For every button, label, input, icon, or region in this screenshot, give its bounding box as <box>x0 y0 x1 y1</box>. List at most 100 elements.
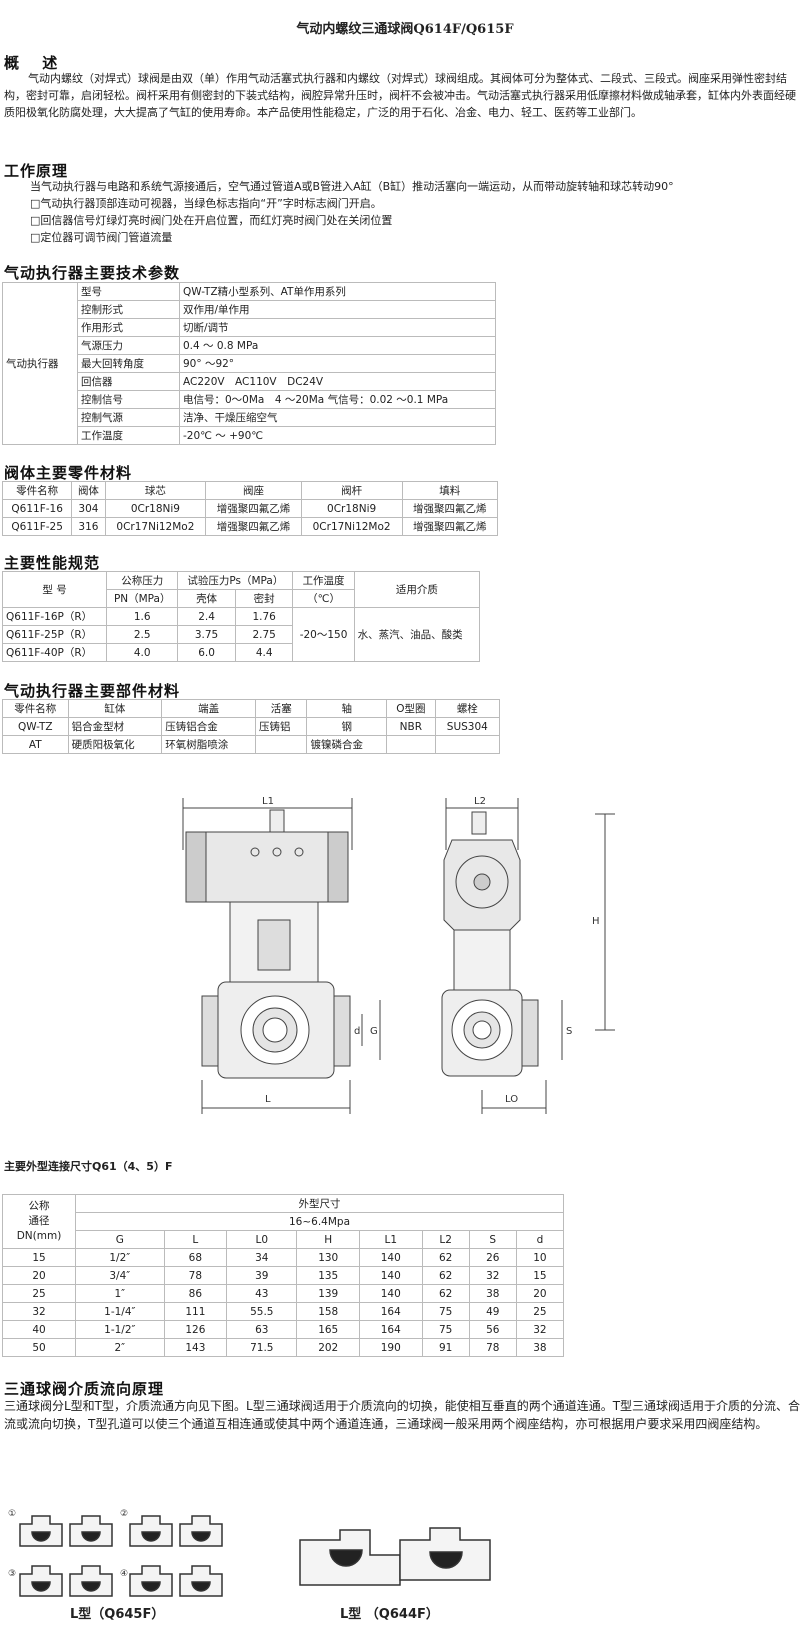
table-cell: L1 <box>359 1230 423 1249</box>
table-cell: 78 <box>163 1266 228 1285</box>
table-cell: 0Cr17Ni12Mo2 <box>104 517 207 536</box>
table-cell: 10 <box>515 1248 565 1267</box>
table-cell: 43 <box>226 1284 298 1303</box>
table-cell: 环氧树脂喷涂 <box>161 735 256 754</box>
table-cell: -20℃ ～ +90℃ <box>179 426 496 445</box>
table-cell: 1-1/4″ <box>75 1302 165 1321</box>
table-cell: 试验压力Ps（MPa） <box>177 571 294 590</box>
table-cell: -20～150 <box>292 607 355 662</box>
table-cell: （℃） <box>292 589 355 608</box>
flow-text: 三通球阀分L型和T型，介质流通方向见下图。L型三通球阀适用于介质流向的切换，能使… <box>4 1399 801 1431</box>
principle-line: □回信器信号灯绿灯亮时阀门处在开启位置，而红灯亮时阀门处在关闭位置 <box>30 214 393 227</box>
table-cell: 25 <box>515 1302 565 1321</box>
table-cell: 55.5 <box>226 1302 298 1321</box>
table-cell: 气动执行器 <box>2 282 78 445</box>
table-cell: 0Cr17Ni12Mo2 <box>300 517 403 536</box>
table-cell: 密封 <box>234 589 294 608</box>
l-valve-ball-icon <box>191 1581 211 1592</box>
l-valve-icon <box>19 1515 63 1547</box>
dim-label-h: H <box>592 916 600 927</box>
table-cell: 4.4 <box>234 643 294 662</box>
table-cell: 32 <box>2 1302 76 1321</box>
table-cell: 4.0 <box>106 643 179 662</box>
table-cell: NBR <box>386 717 436 736</box>
table-cell: 62 <box>421 1248 470 1267</box>
table-cell: 316 <box>71 517 106 536</box>
table-cell: 2″ <box>75 1338 165 1357</box>
table-cell: 双作用/单作用 <box>179 300 496 319</box>
header-text: 公称 <box>28 1200 50 1212</box>
table-cell: 91 <box>421 1338 470 1357</box>
l-valve-icon <box>129 1565 173 1597</box>
table-cell: 90° ～92° <box>179 354 496 373</box>
table-cell: 164 <box>359 1320 423 1339</box>
table-cell: SUS304 <box>434 717 501 736</box>
actuator-params-heading: 气动执行器主要技术参数 <box>4 264 181 282</box>
table-cell: 143 <box>163 1338 228 1357</box>
table-cell: 压铸铝合金 <box>161 717 256 736</box>
table-cell: 1.6 <box>106 607 179 626</box>
table-cell: 镀镍磷合金 <box>306 735 388 754</box>
flow-label-t: L型 （Q644F） <box>340 1606 439 1622</box>
dim-label-g: G <box>370 1026 378 1037</box>
table-row: 工作温度-20℃ ～ +90℃ <box>3 426 496 445</box>
table-cell: 球芯 <box>104 481 207 500</box>
table-cell: AT <box>2 735 69 754</box>
table-cell: 3/4″ <box>75 1266 165 1285</box>
table-cell: S <box>468 1230 517 1249</box>
dim-label-s: S <box>566 1026 572 1037</box>
overview-heading: 概 述 <box>4 54 59 72</box>
table-cell: 0Cr18Ni9 <box>104 499 207 518</box>
table-cell: 增强聚四氟乙烯 <box>205 499 302 518</box>
dim-label-l0: LO <box>505 1094 518 1105</box>
table-cell: 型 号 <box>1 571 108 608</box>
header-text: 通径 <box>28 1215 50 1227</box>
table-cell: 2.75 <box>234 625 294 644</box>
table-cell: 15 <box>2 1248 76 1267</box>
table-cell <box>434 735 501 754</box>
l-valve-icon <box>129 1515 173 1547</box>
overview-text: 气动内螺纹（对焊式）球阀是由双（单）作用气动活塞式执行器和内螺纹（对焊式）球阀组… <box>4 72 796 119</box>
table-cell: 20 <box>2 1266 76 1285</box>
table-cell: 0Cr18Ni9 <box>300 499 403 518</box>
table-cell: 水、蒸汽、油品、酸类 <box>353 607 481 662</box>
table-cell: 钢 <box>306 717 388 736</box>
table-cell: 165 <box>296 1320 360 1339</box>
table-cell: 15 <box>515 1266 565 1285</box>
principle-heading: 工作原理 <box>4 162 69 180</box>
table-cell: 压铸铝 <box>254 717 308 736</box>
l-valve-ball-icon <box>191 1531 211 1542</box>
table-cell: H <box>296 1230 360 1249</box>
table-cell: 铝合金型材 <box>67 717 163 736</box>
table-row: 零件名称阀体球芯阀座阀杆填料 <box>1 481 498 500</box>
performance-table: 型 号公称压力试验压力Ps（MPa）工作温度适用介质 PN（MPa）壳体密封（℃… <box>1 571 481 662</box>
table-cell: 气源压力 <box>77 336 180 355</box>
table-cell: 外型尺寸 <box>75 1194 564 1213</box>
principle-line: □定位器可调节阀门管道流量 <box>30 231 173 244</box>
table-cell: 1/2″ <box>75 1248 165 1267</box>
principle-line: □气动执行器顶部连动可视器，当绿色标志指向“开”字时标志阀门开启。 <box>30 197 382 210</box>
table-cell: 164 <box>359 1302 423 1321</box>
l-valve-icon <box>19 1565 63 1597</box>
table-cell: Q611F-16P（R） <box>1 607 108 626</box>
table-cell: 回信器 <box>77 372 180 391</box>
table-cell: 壳体 <box>177 589 236 608</box>
table-cell: Q611F-16 <box>1 499 73 518</box>
table-cell: 型号 <box>77 282 180 301</box>
table-cell: 75 <box>421 1320 470 1339</box>
table-cell: O型圈 <box>386 699 436 718</box>
table-cell: 控制信号 <box>77 390 180 409</box>
table-row: 控制形式双作用/单作用 <box>3 300 496 319</box>
flow-diagram: ① ② ③ ④ L型（Q645F） L型 （Q644F） <box>8 1509 491 1622</box>
table-cell: L2 <box>421 1230 470 1249</box>
table-cell: 25 <box>2 1284 76 1303</box>
table-cell: 50 <box>2 1338 76 1357</box>
